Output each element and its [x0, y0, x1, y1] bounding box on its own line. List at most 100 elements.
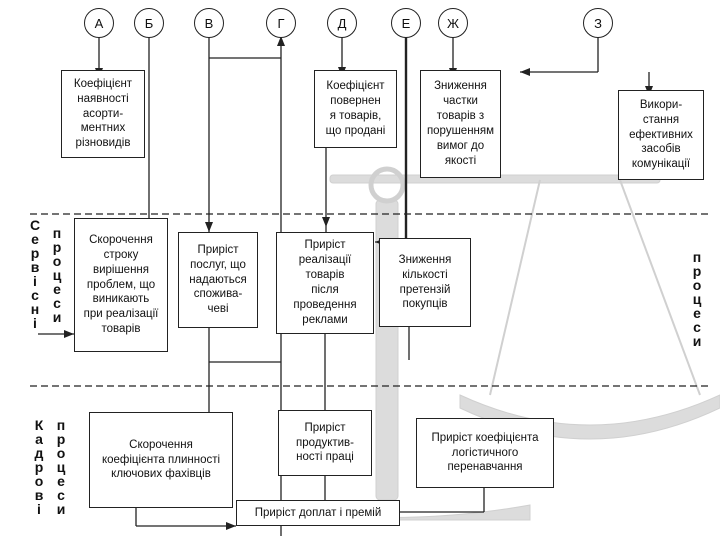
circle-b: Б — [134, 8, 164, 38]
services-line: чеві — [207, 303, 229, 316]
problem-time-line: виникають — [92, 293, 150, 306]
productivity-line: продуктив- — [295, 436, 355, 449]
problem-time-line: при реалізації — [83, 308, 159, 321]
communications-line: стання — [642, 113, 680, 126]
processes-letter: е — [693, 305, 701, 321]
processes-letter: и — [692, 333, 702, 349]
ads-line: реалізації — [298, 254, 352, 267]
circle-z: З — [583, 8, 613, 38]
communications-line: Викори- — [639, 98, 683, 111]
services-box: Приріст послуг, що надаються спожива- че… — [178, 232, 258, 328]
processes-letter: п — [56, 417, 66, 433]
processes-letter: р — [56, 431, 66, 447]
processes-letter: о — [52, 253, 62, 269]
circle-h: Г — [266, 8, 296, 38]
bonuses-line: Приріст доплат і премій — [254, 506, 382, 519]
circle-a: А — [84, 8, 114, 38]
personnel-letter: а — [35, 431, 43, 447]
processes-letter: и — [52, 309, 62, 325]
assortment-line: ментних — [80, 122, 126, 135]
defects-line: якості — [444, 154, 477, 167]
defects-line: товарів з — [436, 110, 485, 123]
circle-v: В — [194, 8, 224, 38]
service-label: С е р в і с н і — [28, 218, 42, 330]
problem-time-line: товарів — [101, 323, 141, 336]
processes-letter: р — [692, 263, 702, 279]
defects-line: порушенням — [426, 125, 495, 137]
processes-letter: е — [53, 281, 61, 297]
complaints-line: покупців — [402, 298, 448, 311]
personnel-letter: р — [34, 459, 44, 475]
communications-line: ефективних — [629, 128, 693, 141]
assortment-line: різновидів — [75, 137, 131, 150]
ads-line: після — [311, 284, 339, 296]
services-line: спожива- — [193, 288, 243, 301]
processes-letter: с — [57, 487, 65, 503]
assortment-line: асорти- — [82, 107, 124, 120]
ads-line: проведення — [293, 298, 357, 311]
circle-d: Д — [327, 8, 357, 38]
complaints-line: Зниження — [398, 253, 452, 266]
service-letter: с — [31, 287, 39, 303]
processes-letter: ц — [692, 291, 702, 307]
personnel-label: К а д р о в і — [32, 418, 46, 516]
personnel-letter: і — [37, 501, 41, 517]
complaints-line: кількості — [402, 268, 448, 281]
personnel-letter: в — [34, 487, 44, 503]
training-line: перенавчання — [447, 461, 523, 474]
services-line: послуг, що — [190, 258, 246, 271]
returns-line: я товарів, — [329, 110, 382, 122]
training-box: Приріст коефіцієнта логістичного перенав… — [416, 418, 554, 488]
returns-line: повернен — [330, 95, 381, 108]
defects-line: частки — [443, 95, 478, 108]
service-letter: і — [33, 273, 37, 289]
assortment-line: Коефіцієнт — [73, 77, 133, 90]
processes-right-label: п р о ц е с и — [690, 250, 704, 348]
processes-letter: с — [693, 319, 701, 335]
defects-line: Зниження — [434, 80, 487, 93]
processes-letter: ц — [56, 459, 66, 475]
processes-letter: и — [56, 501, 66, 517]
bonuses-box: Приріст доплат і премій — [236, 500, 400, 526]
turnover-box: Скорочення коефіцієнта плинності ключови… — [89, 412, 233, 508]
personnel-letter: о — [34, 473, 44, 489]
processes-letter: с — [53, 295, 61, 311]
service-letter: і — [33, 315, 37, 331]
circle-zh: Ж — [438, 8, 468, 38]
processes-letter: ц — [52, 267, 62, 283]
complaints-box: Зниження кількості претензій покупців — [379, 238, 471, 327]
ads-box: Приріст реалізації товарів після проведе… — [276, 232, 374, 334]
service-letter: С — [29, 217, 41, 233]
processes-letter: е — [57, 473, 65, 489]
service-letter: р — [30, 245, 40, 261]
productivity-line: ності праці — [296, 451, 354, 464]
assortment-line: наявності — [77, 92, 129, 105]
processes-letter: р — [52, 239, 62, 255]
turnover-line: ключових фахівців — [111, 468, 211, 481]
processes-letter: п — [692, 249, 702, 265]
personnel-letter: д — [34, 445, 44, 461]
returns-box: Коефіцієнт повернен я товарів, що продан… — [314, 70, 397, 148]
ads-line: реклами — [302, 313, 348, 326]
training-line: логістичного — [451, 446, 519, 459]
defects-box: Зниження частки товарів з порушенням вим… — [420, 70, 501, 178]
problem-time-line: проблем, що — [86, 278, 156, 291]
circle-ye: Е — [391, 8, 421, 38]
service-letter: е — [31, 231, 39, 247]
services-line: надаються — [189, 273, 247, 286]
turnover-line: Скорочення — [129, 438, 193, 451]
problem-time-line: вирішення — [92, 263, 150, 276]
returns-line: що продані — [325, 124, 386, 137]
processes-bottom-label: п р о ц е с и — [54, 418, 68, 516]
defects-line: вимог до — [436, 139, 485, 152]
services-line: Приріст — [197, 243, 239, 256]
complaints-line: претензій — [399, 283, 451, 296]
problem-time-line: Скорочення — [89, 233, 153, 246]
problem-time-line: строку — [103, 248, 139, 261]
processes-left-label: п р о ц е с и — [50, 226, 64, 324]
returns-line: Коефіцієнт — [326, 80, 385, 93]
turnover-line: коефіцієнта плинності — [101, 453, 221, 466]
ads-line: товарів — [305, 269, 345, 282]
communications-line: засобів — [641, 143, 681, 156]
